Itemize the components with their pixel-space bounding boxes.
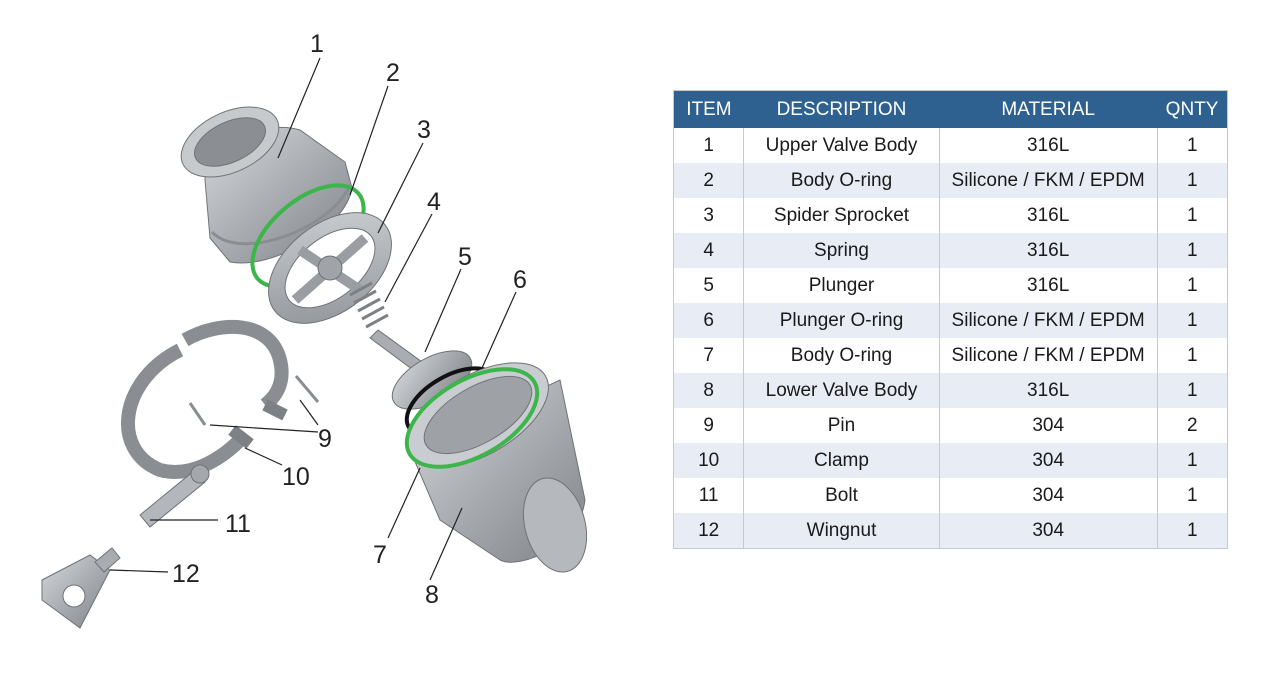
plunger	[369, 329, 473, 410]
cell-material: Silicone / FKM / EPDM	[939, 163, 1158, 198]
lower-valve-body	[407, 362, 588, 573]
cell-description: Bolt	[743, 478, 940, 513]
cell-description: Spider Sprocket	[743, 198, 940, 233]
cell-description: Lower Valve Body	[743, 373, 940, 408]
callout-9: 9	[318, 425, 332, 453]
cell-qnty: 1	[1157, 478, 1228, 513]
cell-item: 9	[673, 408, 745, 443]
cell-material: Silicone / FKM / EPDM	[939, 303, 1158, 338]
header-qnty: QNTY	[1157, 90, 1228, 128]
cell-description: Body O-ring	[743, 338, 940, 373]
cell-description: Plunger O-ring	[743, 303, 940, 338]
table-header-row: ITEM DESCRIPTION MATERIAL QNTY	[673, 90, 1228, 128]
callout-12: 12	[172, 560, 200, 588]
cell-description: Clamp	[743, 443, 940, 478]
cell-item: 4	[673, 233, 745, 268]
callout-5: 5	[458, 243, 472, 271]
pins	[188, 375, 320, 426]
header-item: ITEM	[673, 90, 744, 128]
cell-qnty: 1	[1157, 268, 1228, 303]
cell-qnty: 1	[1157, 128, 1228, 163]
cell-qnty: 1	[1157, 513, 1228, 549]
cell-description: Upper Valve Body	[743, 128, 940, 163]
wingnut	[41, 547, 121, 629]
leader-lines	[109, 57, 517, 581]
cell-material: 316L	[939, 373, 1158, 408]
callout-1: 1	[310, 30, 324, 58]
cell-item: 1	[673, 128, 745, 163]
callout-7: 7	[373, 541, 387, 569]
body-o-ring-lower	[404, 367, 540, 469]
cell-qnty: 1	[1157, 163, 1228, 198]
cell-description: Pin	[743, 408, 940, 443]
cell-material: 304	[939, 478, 1158, 513]
callout-2: 2	[386, 59, 400, 87]
bolt	[139, 464, 210, 528]
callout-11: 11	[225, 510, 251, 538]
cell-material: 304	[939, 443, 1158, 478]
exploded-valve-diagram: 1 2 3 4 5 6 7 8 9 10 11 12	[41, 30, 588, 629]
cell-material: 316L	[939, 198, 1158, 233]
clamp	[121, 319, 289, 479]
cell-qnty: 1	[1157, 443, 1228, 478]
header-description: DESCRIPTION	[743, 90, 940, 128]
cell-qnty: 1	[1157, 338, 1228, 373]
cell-description: Plunger	[743, 268, 940, 303]
cell-item: 7	[673, 338, 745, 373]
callout-10: 10	[282, 463, 310, 491]
cell-qnty: 1	[1157, 198, 1228, 233]
cell-item: 6	[673, 303, 745, 338]
cell-material: 304	[939, 513, 1158, 549]
cell-material: 316L	[939, 128, 1158, 163]
cell-qnty: 1	[1157, 373, 1228, 408]
callout-3: 3	[417, 116, 431, 144]
cell-qnty: 2	[1157, 408, 1228, 443]
callout-4: 4	[427, 188, 441, 216]
cell-item: 5	[673, 268, 745, 303]
cell-qnty: 1	[1157, 303, 1228, 338]
callout-8: 8	[425, 581, 439, 609]
cell-material: Silicone / FKM / EPDM	[939, 338, 1158, 373]
cell-item: 2	[673, 163, 745, 198]
cell-description: Spring	[743, 233, 940, 268]
cell-qnty: 1	[1157, 233, 1228, 268]
spring	[349, 281, 389, 329]
cell-item: 8	[673, 373, 745, 408]
cell-item: 10	[673, 443, 745, 478]
cell-item: 11	[673, 478, 745, 513]
cell-material: 316L	[939, 233, 1158, 268]
cell-material: 316L	[939, 268, 1158, 303]
cell-item: 3	[673, 198, 745, 233]
cell-description: Body O-ring	[743, 163, 940, 198]
cell-description: Wingnut	[743, 513, 940, 549]
header-material: MATERIAL	[939, 90, 1158, 128]
cell-material: 304	[939, 408, 1158, 443]
callout-6: 6	[513, 266, 527, 294]
cell-item: 12	[673, 513, 745, 549]
upper-valve-body	[180, 106, 353, 264]
